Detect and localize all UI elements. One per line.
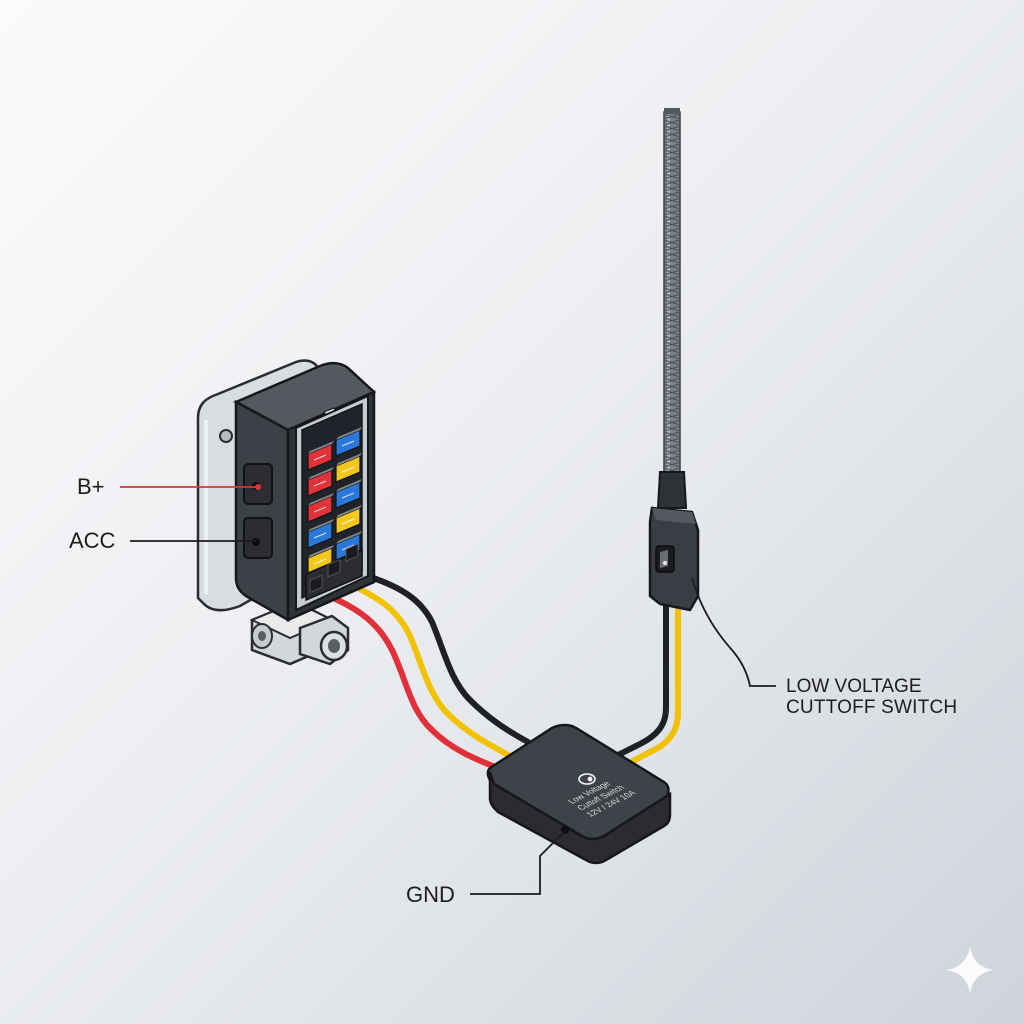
- inline-rocker-switch[interactable]: [648, 506, 700, 612]
- callout-line-gnd: [470, 831, 565, 895]
- cutoff-module: Low Voltage Cuttoff Switch 12V / 24V 10A: [486, 723, 672, 865]
- callout-line-lvc: [691, 577, 776, 687]
- label-lvc-line1: LOW VOLTAGE: [786, 676, 922, 697]
- fuse-right-1: [335, 427, 362, 457]
- label-acc: ACC: [69, 528, 116, 553]
- wire-yellow: [337, 577, 513, 759]
- fuse-box-wire-terminals: [305, 543, 363, 602]
- mounting-stud: [249, 600, 350, 666]
- terminal-acc: [243, 517, 273, 559]
- fuse-right-3: [335, 479, 362, 509]
- wire-black: [353, 569, 531, 745]
- fuse-right-5: [335, 531, 362, 561]
- label-low-voltage-cutoff-switch: LOW VOLTAGE CUTTOFF SWITCH: [786, 676, 986, 718]
- fuse-left-4: [307, 519, 334, 549]
- fuse-right-4: [335, 505, 362, 535]
- fuse-right-2: [335, 453, 362, 483]
- label-lvc-line2: CUTTOFF SWITCH: [786, 697, 958, 718]
- power-icon: [578, 773, 596, 785]
- fuse-left-2: [307, 467, 334, 497]
- fuse-left-1: [307, 441, 334, 471]
- callout-dot-b-plus: [255, 484, 261, 490]
- wire-yellow-switch: [621, 601, 681, 769]
- mount-screw: [219, 429, 233, 443]
- wire-red: [317, 589, 501, 771]
- wire-black-switch: [613, 601, 669, 759]
- fuse-left-3: [307, 493, 334, 523]
- rocker-switch-icon: [660, 550, 668, 568]
- label-b-plus: B+: [77, 474, 105, 499]
- label-gnd: GND: [406, 882, 455, 907]
- braided-cable: [663, 108, 681, 486]
- cable-sleeve: [656, 471, 688, 509]
- blade-fuses: [307, 427, 362, 575]
- sparkle-icon: [946, 946, 994, 994]
